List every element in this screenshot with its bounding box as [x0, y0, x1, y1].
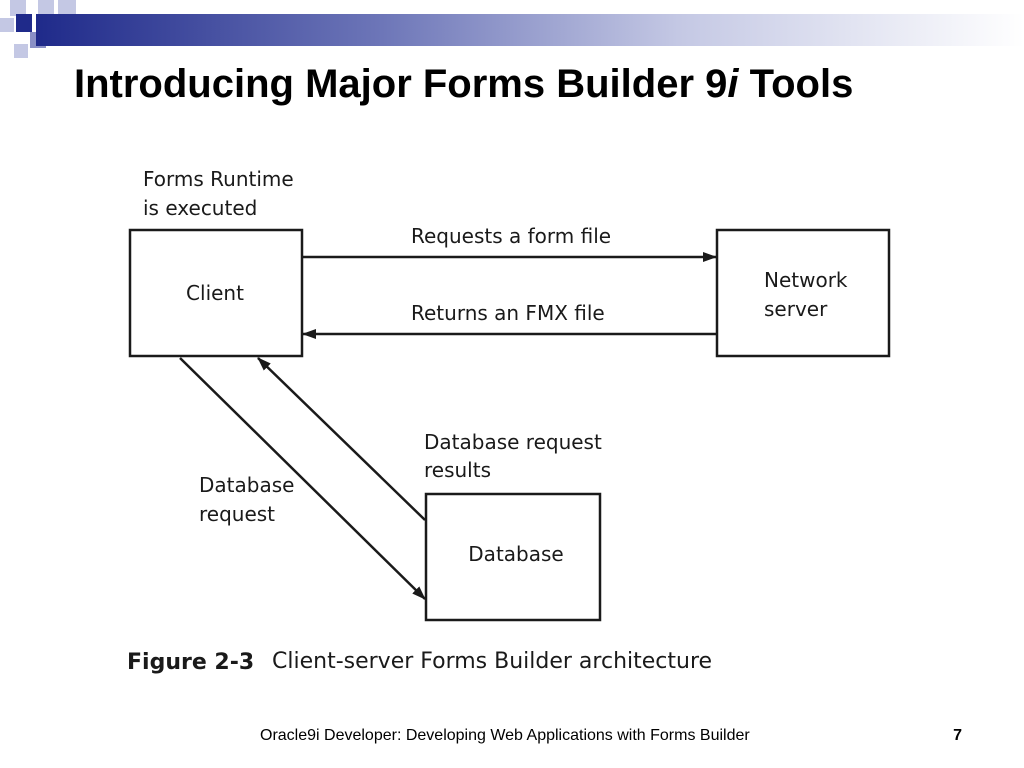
database-request-label: Database request [199, 473, 301, 526]
network-server-node: Network server [715, 228, 891, 358]
page-title-main: Introducing Major Forms Builder 9 [74, 62, 728, 106]
page-number: 7 [953, 727, 962, 744]
network-server-label-line2: server [764, 297, 828, 321]
client-box [128, 228, 304, 358]
database-results-arrow [257, 357, 426, 521]
network-server-label: Network server [764, 268, 854, 321]
database-request-label-line2: request [199, 502, 275, 526]
client-node: Client [128, 228, 304, 358]
database-request-arrow [179, 357, 426, 600]
page-title-italic: i [727, 62, 739, 106]
database-node: Database [424, 492, 602, 622]
page-title-end: Tools [738, 62, 854, 106]
page-title: Introducing Major Forms Builder 9i Tools [74, 58, 853, 110]
client-label: Client [186, 281, 244, 305]
figure-caption: Client-server Forms Builder architecture [272, 649, 712, 674]
network-server-label-line1: Network [764, 268, 848, 292]
returns-fmx-file-label: Returns an FMX file [411, 301, 605, 325]
forms-runtime-label-line1: Forms Runtime [143, 167, 294, 191]
forms-runtime-label-line2: is executed [143, 196, 257, 220]
title-gradient-bar [36, 14, 1024, 46]
database-request-label-line1: Database [199, 473, 294, 497]
database-results-label-line1: Database request [424, 430, 602, 454]
figure-number: Figure 2-3 [127, 650, 254, 675]
database-label: Database [468, 542, 563, 566]
database-box [424, 492, 602, 622]
network-server-box [715, 228, 891, 358]
requests-form-file-label: Requests a form file [411, 224, 611, 248]
forms-runtime-label: Forms Runtime is executed [143, 167, 300, 220]
database-results-label: Database request results [424, 430, 608, 482]
footer-text: Oracle9i Developer: Developing Web Appli… [260, 727, 750, 744]
database-results-label-line2: results [424, 458, 491, 482]
